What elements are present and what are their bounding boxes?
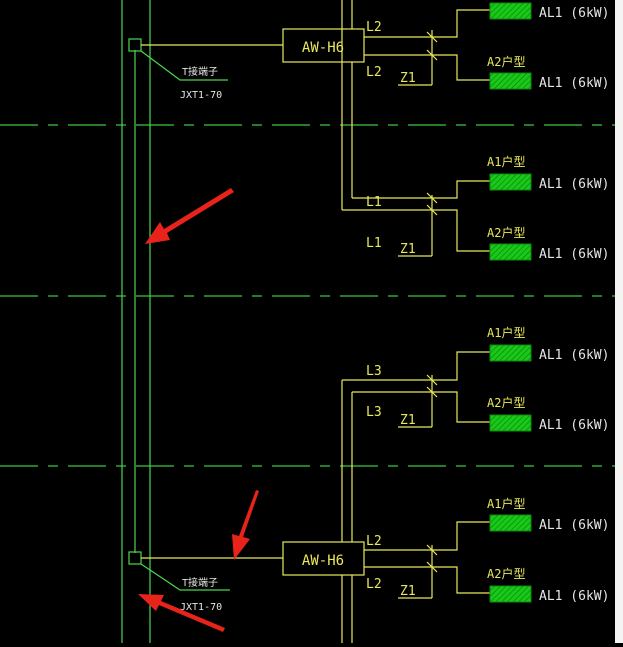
cabinet[interactable] xyxy=(489,243,532,261)
annotation-arrow xyxy=(138,594,225,632)
distribution-box[interactable] xyxy=(282,541,365,576)
branch-line xyxy=(432,9,490,38)
terminal-leader xyxy=(140,563,230,591)
tick xyxy=(426,386,438,398)
box-label: AW-H6 xyxy=(302,40,344,56)
cabinet[interactable] xyxy=(489,414,532,432)
load-label: AL1 (6kW) xyxy=(539,348,609,363)
annotation-arrow xyxy=(232,490,259,560)
phase-label: L1 xyxy=(366,236,382,251)
terminal-model: JXT1-70 xyxy=(180,602,222,613)
side-scroll-strip[interactable] xyxy=(615,0,623,643)
annotation-arrow xyxy=(145,188,234,244)
terminal-leader xyxy=(140,50,228,81)
unit-type-label: A1户型 xyxy=(487,325,525,340)
branch-line xyxy=(352,391,490,423)
phase-label: L2 xyxy=(366,20,382,35)
branch-line xyxy=(364,521,490,551)
load-label: AL1 (6kW) xyxy=(539,177,609,192)
unit-type-label: A2户型 xyxy=(487,395,525,410)
terminal-model: JXT1-70 xyxy=(180,90,222,101)
tick xyxy=(426,561,438,573)
terminal-label: T接端子 xyxy=(182,576,218,589)
tick xyxy=(426,49,438,61)
branch-line xyxy=(364,566,490,594)
load-label: AL1 (6kW) xyxy=(539,518,609,533)
tick xyxy=(426,192,438,204)
cabinet[interactable] xyxy=(489,173,532,191)
tick xyxy=(426,204,438,216)
branch-line xyxy=(432,54,490,81)
unit-type-label: A2户型 xyxy=(487,225,525,240)
cabinet[interactable] xyxy=(489,514,532,532)
z-label: Z1 xyxy=(400,584,416,599)
tick xyxy=(426,374,438,386)
cabinet[interactable] xyxy=(489,585,532,603)
phase-label: L2 xyxy=(366,534,382,549)
phase-label: L1 xyxy=(366,195,382,210)
unit-type-label: A2户型 xyxy=(487,54,525,69)
cabinet[interactable] xyxy=(489,2,532,20)
unit-type-label: A1户型 xyxy=(487,154,525,169)
box-label: AW-H6 xyxy=(302,553,344,569)
load-label: AL1 (6kW) xyxy=(539,76,609,91)
tick xyxy=(426,544,438,556)
load-label: AL1 (6kW) xyxy=(539,6,609,21)
cabinet[interactable] xyxy=(489,72,532,90)
load-label: AL1 (6kW) xyxy=(539,589,609,604)
unit-type-label: A1户型 xyxy=(487,496,525,511)
z-label: Z1 xyxy=(400,413,416,428)
tick xyxy=(426,31,438,43)
terminal-label: T接端子 xyxy=(182,65,218,78)
z-label: Z1 xyxy=(400,71,416,86)
phase-label: L2 xyxy=(366,65,382,80)
branch-line xyxy=(352,180,490,199)
unit-type-label: A2户型 xyxy=(487,566,525,581)
cabinet[interactable] xyxy=(489,344,532,362)
terminal-node xyxy=(128,38,142,52)
branch-line xyxy=(342,351,490,381)
phase-label: L3 xyxy=(366,405,382,420)
distribution-box[interactable] xyxy=(282,28,365,63)
z-label: Z1 xyxy=(400,242,416,257)
branch-line xyxy=(342,209,490,252)
load-label: AL1 (6kW) xyxy=(539,418,609,433)
load-label: AL1 (6kW) xyxy=(539,247,609,262)
phase-label: L2 xyxy=(366,577,382,592)
phase-label: L3 xyxy=(366,364,382,379)
terminal-node xyxy=(128,551,142,565)
